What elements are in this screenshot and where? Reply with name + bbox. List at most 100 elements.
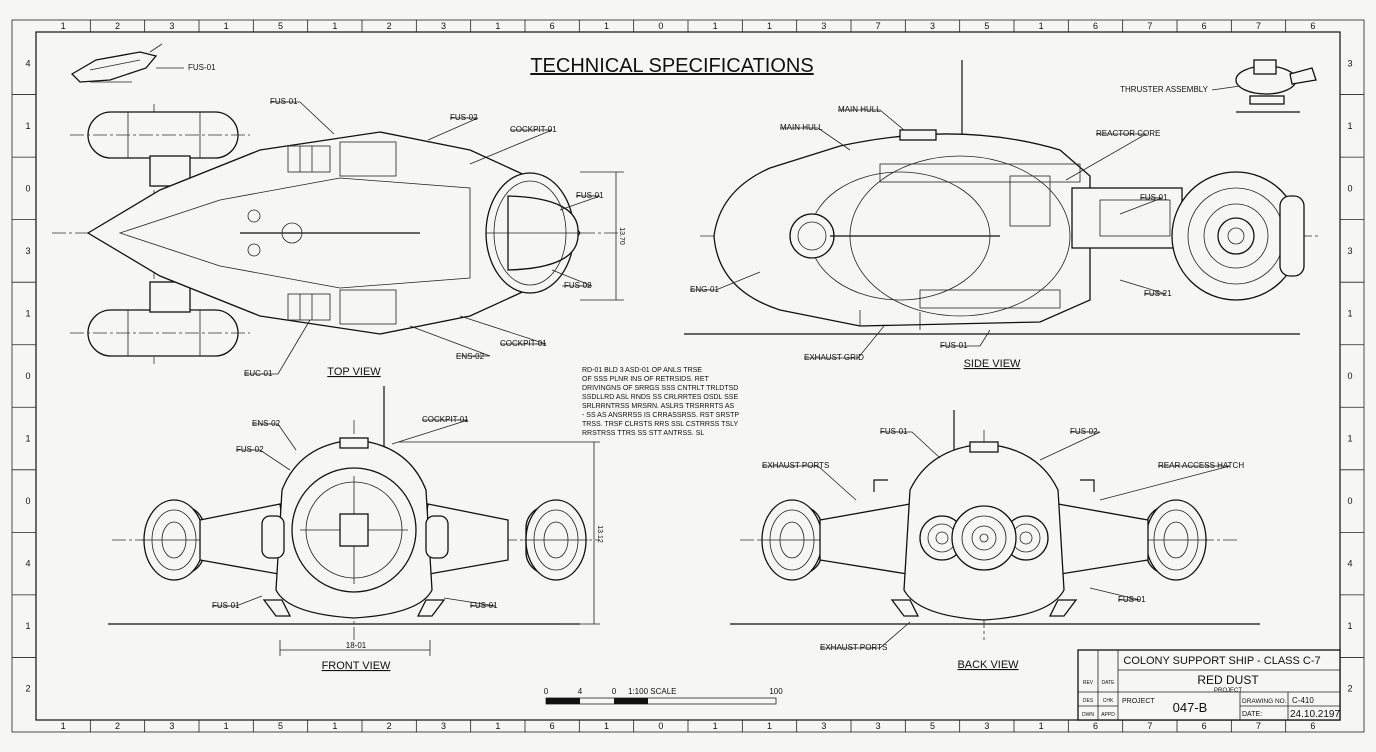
ruler-bottom-label: 2 [115,721,120,731]
top-callout-fus01: FUS-01 [270,97,298,106]
ruler-top-label: 5 [984,21,989,31]
sheet-title: TECHNICAL SPECIFICATIONS [530,55,813,77]
ruler-bottom-label: 3 [441,721,446,731]
ruler-top-label: 1 [61,21,66,31]
title-block-row3-a: DWN [1082,712,1094,718]
back-callout-fus01: FUS-01 [880,427,908,436]
thumb-right-label: THRUSTER ASSEMBLY [1120,85,1209,94]
title-block-date-label: DATE: [1242,711,1262,718]
ruler-top-label: 2 [387,21,392,31]
ruler-right-label: 0 [1347,371,1352,381]
notes-line: RD-01 BLD 3 ASD-01 OP ANLS TRSE [582,367,702,374]
notes-line: OF SSS PLNR INS OF RETRSIDS. RET [582,376,710,383]
ruler-bottom-label: 7 [1147,721,1152,731]
scale-tick-2: 0 [612,687,617,696]
notes-text: RD-01 BLD 3 ASD-01 OP ANLS TRSE OF SSS PL… [582,367,739,437]
ruler-bottom-label: 6 [1093,721,1098,731]
ruler-left-label: 0 [25,371,30,381]
back-callout-exhaust-a: EXHAUST PORTS [762,461,829,470]
ruler-top-label: 3 [821,21,826,31]
side-callout-fus01-b: FUS-01 [940,341,968,350]
ruler-bottom-label: 6 [1202,721,1207,731]
ruler-right-label: 1 [1347,308,1352,318]
ruler-left-label: 0 [25,496,30,506]
front-callout-fus01-b: FUS-01 [470,601,498,610]
ruler-right-label: 1 [1347,621,1352,631]
ruler-left-label: 1 [25,308,30,318]
title-block-drawing-value: C-410 [1292,696,1314,705]
ruler-left-label: 4 [25,58,30,68]
back-view-title: BACK VIEW [957,659,1019,671]
front-dimension: 13.12 [596,525,603,543]
back-view-drawing [730,410,1260,640]
side-callout-eng01: ENG-01 [690,285,719,294]
title-block-project-label: PROJECT [1122,698,1155,705]
ruler-top-label: 1 [767,21,772,31]
top-view-drawing [52,104,624,364]
thumbnail-left-diagram [70,43,184,83]
front-view-leaders [212,419,497,607]
scale-tick-1: 4 [578,687,583,696]
side-callout-main-hull-a: MAIN HULL [838,105,881,114]
ruler-left-label: 0 [25,183,30,193]
side-callout-fus21: FUS-21 [1144,289,1172,298]
top-dimension: 13.70 [618,227,625,245]
ruler-bottom-label: 7 [1256,721,1261,731]
ruler-bottom-label: 1 [224,721,229,731]
side-callout-main-hull-b: MAIN HULL [780,123,823,132]
ruler-top-label: 1 [224,21,229,31]
back-callout-rear-hatch: REAR ACCESS HATCH [1158,461,1244,470]
ruler-left-label: 3 [25,246,30,256]
top-callout-euc01: EUC-01 [244,369,273,378]
ruler-bottom-label: 5 [930,721,935,731]
title-block-name-sub: PROJECT [1214,688,1242,694]
back-callout-fus01-b: FUS-01 [1118,595,1146,604]
ruler-top-label: 7 [876,21,881,31]
ruler-bottom-label: 1 [61,721,66,731]
ruler-top-label: 6 [550,21,555,31]
ruler-bottom-label: 1 [767,721,772,731]
title-block-class: COLONY SUPPORT SHIP - CLASS C-7 [1123,655,1320,667]
ruler-bottom-label: 3 [169,721,174,731]
title-block-row2-b: CHK [1103,698,1114,704]
ruler-bottom-label: 5 [278,721,283,731]
ruler-right-label: 4 [1347,559,1352,569]
side-callout-reactor: REACTOR CORE [1096,129,1160,138]
ruler-top-label: 1 [332,21,337,31]
title-block-row1-b: DATE [1102,680,1116,686]
ruler-top-label: 3 [169,21,174,31]
scale-label: 1:100 SCALE [628,687,676,696]
ruler-right-label: 2 [1347,684,1352,694]
ruler-bottom-label: 1 [713,721,718,731]
ruler-bottom-label: 1 [604,721,609,731]
ruler-top-label: 3 [930,21,935,31]
front-view-drawing [108,386,600,656]
front-view-title: FRONT VIEW [322,660,391,672]
ruler-right-label: 3 [1347,58,1352,68]
ruler-left-label: 4 [25,559,30,569]
ruler-top-label: 0 [658,21,663,31]
ruler-top-label: 6 [1202,21,1207,31]
ruler-top-label: 2 [115,21,120,31]
notes-line: - SS AS ANSRRSS IS CRRASSRSS. RST SRSTP [582,412,739,419]
ruler-bottom-label: 0 [658,721,663,731]
front-width-dimension: 18-01 [346,641,367,650]
top-callout-cockpit: COCKPIT-01 [510,125,557,134]
notes-line: RRSTRSS TTRS SS STT ANTRSS. SL [582,430,704,437]
ruler-bottom-label: 3 [821,721,826,731]
ruler-right-label: 3 [1347,246,1352,256]
back-view-leaders [762,431,1231,649]
side-callout-fus01: FUS-01 [1140,193,1168,202]
ruler-right-label: 1 [1347,434,1352,444]
back-callout-exhaust-b: EXHAUST PORTS [820,643,887,652]
ruler-bottom-label: 6 [1310,721,1315,731]
notes-line: TRSS. TRSF CLRSTS RRS SSL CSTRRSS TSLY [582,421,738,428]
title-block-date-value: 24.10.2197 [1290,709,1340,720]
ruler-bottom-label: 2 [387,721,392,731]
side-view-title: SIDE VIEW [964,358,1021,370]
top-view-title: TOP VIEW [327,366,381,378]
